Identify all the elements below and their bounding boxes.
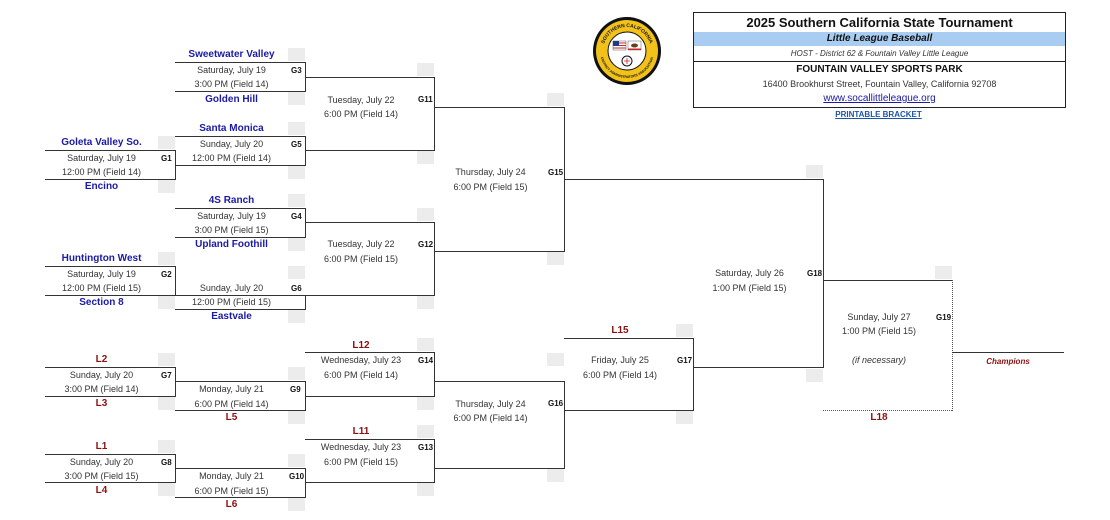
placeholder-l2: L2 — [95, 354, 108, 365]
g10-id: G10 — [289, 472, 305, 481]
g7-id: G7 — [161, 371, 172, 380]
g14-time: 6:00 PM (Field 14) — [323, 370, 399, 380]
team-huntington-west: Huntington West — [61, 253, 142, 264]
info-divider — [694, 61, 1065, 62]
district-seal-logo: SOUTHERN CALIFORNIA DISTRICT ADMINISTRAT… — [592, 16, 662, 86]
g14-date: Wednesday, July 23 — [320, 355, 402, 365]
g12-time: 6:00 PM (Field 15) — [323, 254, 399, 264]
g2-time: 12:00 PM (Field 15) — [61, 283, 142, 293]
g15-date: Thursday, July 24 — [455, 167, 526, 177]
printable-bracket-link[interactable]: PRINTABLE BRACKET — [835, 110, 922, 119]
g15-id: G15 — [548, 168, 564, 177]
g13-date: Wednesday, July 23 — [320, 442, 402, 452]
g3-time: 3:00 PM (Field 14) — [194, 79, 269, 89]
placeholder-l6: L6 — [225, 499, 238, 510]
g15-time: 6:00 PM (Field 15) — [453, 182, 528, 192]
g8-id: G8 — [161, 458, 172, 467]
g1-time: 12:00 PM (Field 14) — [61, 167, 142, 177]
g13-time: 6:00 PM (Field 15) — [323, 457, 399, 467]
g16-id: G16 — [548, 399, 564, 408]
placeholder-l15: L15 — [611, 325, 629, 336]
g6-date: Sunday, July 20 — [199, 283, 264, 293]
g11-date: Tuesday, July 22 — [327, 95, 395, 105]
g18-time: 1:00 PM (Field 15) — [712, 283, 787, 293]
team-eastvale: Eastvale — [211, 311, 252, 322]
g16-time: 6:00 PM (Field 14) — [453, 413, 528, 423]
g19-note: (if necessary) — [851, 355, 906, 365]
placeholder-l18: L18 — [870, 412, 888, 423]
g4-id: G4 — [291, 212, 302, 221]
g16-date: Thursday, July 24 — [455, 399, 526, 409]
g19-id: G19 — [936, 313, 952, 322]
g5-id: G5 — [291, 140, 302, 149]
g11-id: G11 — [418, 95, 433, 104]
division-band: Little League Baseball — [694, 32, 1065, 46]
g13-id: G13 — [418, 443, 434, 452]
g3-date: Saturday, July 19 — [197, 65, 266, 75]
g12-date: Tuesday, July 22 — [327, 239, 395, 249]
g18-id: G18 — [807, 269, 823, 278]
placeholder-l11: L11 — [352, 426, 370, 437]
tournament-info-box: 2025 Southern California State Tournamen… — [693, 12, 1066, 108]
website-link[interactable]: www.socallittleleague.org — [823, 93, 936, 104]
g2-id: G2 — [161, 270, 172, 279]
g11-time: 6:00 PM (Field 14) — [323, 109, 399, 119]
placeholder-l12: L12 — [352, 340, 370, 351]
g4-date: Saturday, July 19 — [197, 211, 266, 221]
placeholder-l5: L5 — [225, 412, 238, 423]
placeholder-l4: L4 — [95, 485, 108, 496]
g6-time: 12:00 PM (Field 15) — [191, 297, 272, 307]
g19-date: Sunday, July 27 — [847, 312, 911, 322]
district-seal-icon: SOUTHERN CALIFORNIA DISTRICT ADMINISTRAT… — [593, 17, 661, 85]
venue-name: FOUNTAIN VALLEY SPORTS PARK — [796, 64, 963, 75]
g14-id: G14 — [418, 356, 434, 365]
g1-date: Saturday, July 19 — [67, 153, 136, 163]
g9-id: G9 — [290, 385, 301, 394]
g8-date: Sunday, July 20 — [69, 457, 134, 467]
g5-date: Sunday, July 20 — [199, 139, 264, 149]
placeholder-l1: L1 — [95, 441, 108, 452]
team-upland-foothill: Upland Foothill — [195, 239, 268, 250]
g10-time: 6:00 PM (Field 15) — [194, 486, 269, 496]
g17-id: G17 — [677, 356, 693, 365]
team-golden-hill: Golden Hill — [205, 94, 258, 105]
g1-id: G1 — [161, 154, 172, 163]
team-encino: Encino — [84, 181, 119, 192]
g17-time: 6:00 PM (Field 14) — [582, 370, 658, 380]
g18-date: Saturday, July 26 — [715, 268, 784, 278]
placeholder-l3: L3 — [95, 398, 108, 409]
g8-time: 3:00 PM (Field 15) — [64, 471, 139, 481]
team-sweetwater-valley: Sweetwater Valley — [188, 49, 275, 60]
g19-time: 1:00 PM (Field 15) — [841, 326, 917, 336]
champions-label: Champions — [986, 357, 1030, 366]
g7-date: Sunday, July 20 — [69, 370, 134, 380]
team-section-8: Section 8 — [79, 297, 124, 308]
g7-time: 3:00 PM (Field 14) — [64, 384, 139, 394]
g2-date: Saturday, July 19 — [67, 269, 136, 279]
g17-date: Friday, July 25 — [591, 355, 649, 365]
g9-time: 6:00 PM (Field 14) — [194, 399, 269, 409]
team-goleta-valley: Goleta Valley So. — [61, 137, 142, 148]
g10-date: Monday, July 21 — [199, 471, 264, 481]
g3-id: G3 — [291, 66, 302, 75]
g6-id: G6 — [291, 284, 302, 293]
g5-time: 12:00 PM (Field 14) — [191, 153, 272, 163]
venue-address: 16400 Brookhurst Street, Fountain Valley… — [762, 79, 997, 89]
tournament-title: 2025 Southern California State Tournamen… — [746, 15, 1013, 30]
g12-id: G12 — [418, 240, 434, 249]
g4-time: 3:00 PM (Field 15) — [194, 225, 269, 235]
team-santa-monica: Santa Monica — [199, 123, 264, 134]
g9-date: Monday, July 21 — [199, 384, 264, 394]
host-line: HOST - District 62 & Fountain Valley Lit… — [790, 49, 969, 58]
team-4s-ranch: 4S Ranch — [208, 195, 255, 206]
